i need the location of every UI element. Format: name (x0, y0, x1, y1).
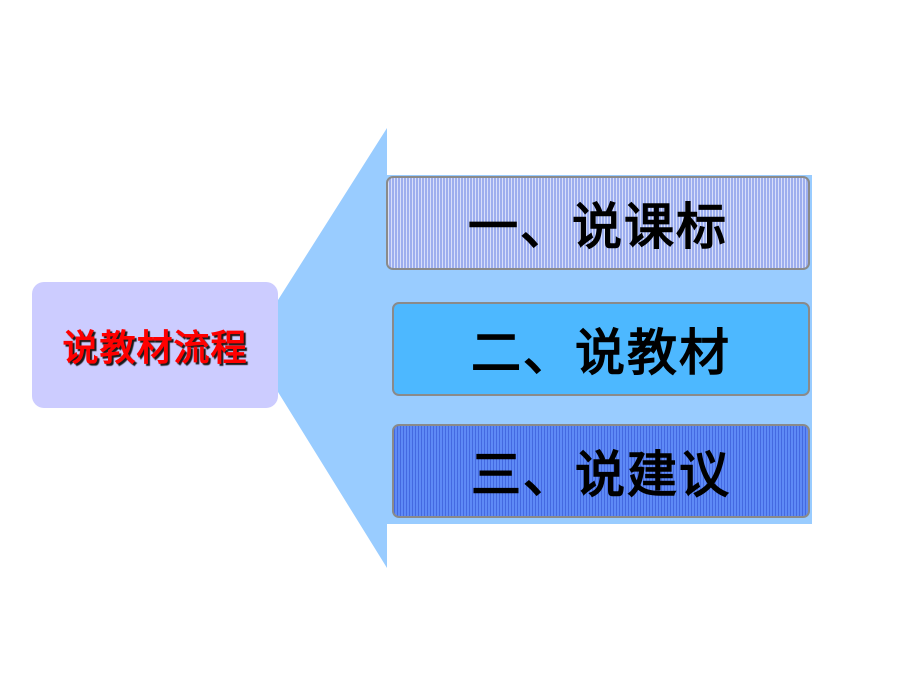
step-label-1: 一、说课标 (468, 198, 728, 256)
diagram-title: 说教材流程 (62, 328, 248, 369)
title-box: 说教材流程 (32, 282, 278, 408)
step-box-2: 二、说教材 (392, 302, 810, 396)
step-label-3: 三、说建议 (471, 446, 731, 504)
step-label-2: 二、说教材 (471, 324, 731, 382)
step-box-3: 三、说建议 (392, 424, 810, 518)
step-box-1: 一、说课标 (386, 176, 810, 270)
